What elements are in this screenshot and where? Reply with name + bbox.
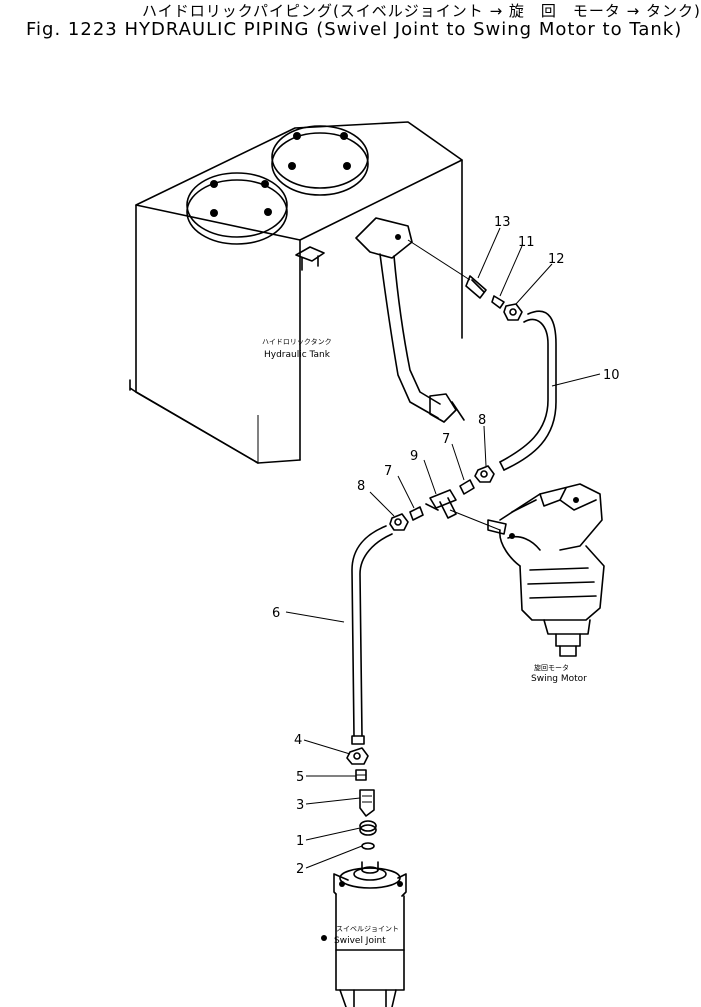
callout-8-lower: 8 — [357, 479, 365, 494]
callout-7-upper: 7 — [442, 432, 450, 447]
swing-motor — [487, 483, 605, 657]
leader-lines — [285, 227, 601, 869]
hose — [351, 525, 393, 745]
callout-13: 13 — [494, 215, 511, 230]
swing-motor-label-japanese: 旋回モータ — [534, 663, 569, 672]
hose-nut — [474, 465, 495, 483]
callout-9: 9 — [410, 449, 418, 464]
callout-6: 6 — [272, 606, 280, 621]
tank-return-pipe — [355, 217, 465, 423]
figure-title: Fig. 1223 HYDRAULIC PIPING (Swivel Joint… — [26, 19, 683, 40]
callout-1: 1 — [296, 834, 304, 849]
tank-label-japanese: ハイドロリックタンク — [262, 337, 332, 346]
tank-label: Hydraulic Tank — [264, 350, 331, 360]
swivel-joint-label: Swivel Joint — [334, 936, 386, 946]
connector-fitting — [355, 769, 367, 781]
tank-cover-plate — [186, 172, 288, 245]
callout-8-upper: 8 — [478, 413, 486, 428]
hose — [499, 310, 557, 471]
callout-2: 2 — [296, 862, 304, 877]
callout-7-lower: 7 — [384, 464, 392, 479]
figure-title-japanese: ハイドロリックパイピング(スイベルジョイント → 旋 回 モータ → タンク) — [142, 2, 701, 20]
hose-nut — [503, 303, 523, 321]
connector-fitting — [491, 295, 505, 309]
callout-3: 3 — [296, 798, 304, 813]
callout-11: 11 — [518, 235, 535, 250]
callout-12: 12 — [548, 252, 565, 267]
hose-nut — [346, 747, 369, 765]
callout-10: 10 — [603, 368, 620, 383]
callout-labels: 13 11 12 10 8 7 9 8 7 6 4 5 3 1 2 — [272, 215, 620, 877]
swing-motor-label: Swing Motor — [531, 674, 587, 684]
tank-cover-plate — [271, 125, 369, 196]
hose-nut — [389, 513, 409, 531]
adapter-fitting — [359, 820, 377, 836]
o-ring — [361, 842, 375, 850]
connector-fitting — [459, 479, 475, 495]
swivel-joint — [321, 861, 407, 1007]
elbow-fitting — [465, 275, 487, 299]
tee-fitting — [425, 489, 457, 519]
callout-4: 4 — [294, 733, 302, 748]
callout-5: 5 — [296, 770, 304, 785]
elbow-fitting — [359, 789, 375, 817]
swivel-joint-label-japanese: スイベルジョイント — [336, 925, 399, 933]
hydraulic-tank — [129, 121, 463, 464]
connector-fitting — [409, 506, 424, 521]
